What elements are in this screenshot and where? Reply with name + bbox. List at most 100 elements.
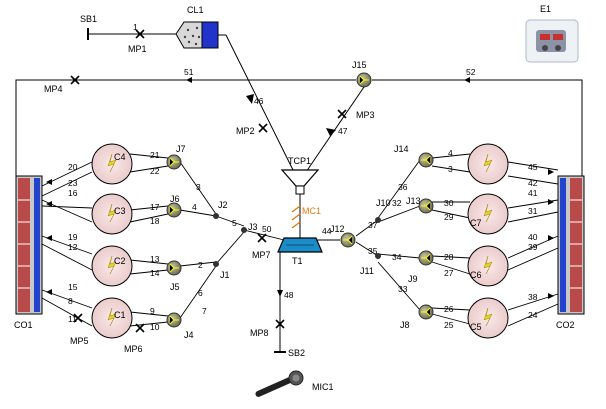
- j4-junction-icon[interactable]: [166, 312, 182, 328]
- mp6-label: MP6: [124, 344, 143, 354]
- c3-compressor-icon[interactable]: [91, 193, 133, 235]
- mp8-valve-icon[interactable]: [275, 319, 285, 329]
- c4-compressor-icon[interactable]: [91, 143, 133, 185]
- drain-line: [274, 252, 286, 353]
- j9-junction-icon[interactable]: [418, 250, 434, 266]
- pipe-r38-label: 38: [528, 292, 538, 302]
- mp1-valve-icon[interactable]: [135, 29, 145, 39]
- c4-label: C4: [114, 152, 126, 162]
- flow-arrow-51: [186, 77, 192, 83]
- pipe-r40-label: 40: [528, 232, 538, 242]
- pipe-14-label: 14: [150, 268, 160, 278]
- pipe-21-label: 21: [150, 150, 160, 160]
- j14-junction-icon[interactable]: [418, 152, 434, 168]
- mp4-label: MP4: [44, 84, 63, 94]
- j15-label: J15: [352, 60, 367, 70]
- pipe-r3-label: 3: [448, 164, 453, 174]
- j7-label: J7: [176, 144, 186, 154]
- supply-line: [87, 28, 176, 40]
- mp3-valve-icon[interactable]: [337, 109, 347, 119]
- tcp1-feed-lines: [225, 34, 365, 173]
- pipe-50-label: 50: [262, 224, 272, 234]
- pipe-r39-label: 39: [528, 242, 538, 252]
- co2-label: CO2: [556, 320, 575, 330]
- pipe-6-label: 6: [198, 288, 203, 298]
- c5-compressor-icon[interactable]: [467, 297, 509, 339]
- mp6-valve-icon[interactable]: [135, 323, 145, 333]
- mic1-label: MIC1: [312, 382, 334, 392]
- pipe-r42-label: 42: [528, 178, 538, 188]
- flow-arrow-47: [326, 128, 336, 136]
- t1-label: T1: [292, 256, 303, 266]
- top-loop-line: [15, 79, 583, 176]
- j5-label: J5: [170, 282, 180, 292]
- c8-compressor-icon[interactable]: [467, 143, 509, 185]
- co2-cooler-icon[interactable]: [557, 175, 585, 315]
- j8-junction-icon[interactable]: [418, 304, 434, 320]
- j10-label: J10: [376, 198, 391, 208]
- j7-junction-icon[interactable]: [166, 154, 182, 170]
- sb2-label: SB2: [288, 348, 305, 358]
- c2-label: C2: [114, 256, 126, 266]
- pipe-10-label: 10: [150, 322, 160, 332]
- j2-junction-icon[interactable]: [213, 213, 219, 219]
- flow-arrow-52: [464, 77, 470, 83]
- j6-junction-icon[interactable]: [166, 202, 182, 218]
- mp7-valve-icon[interactable]: [257, 233, 267, 243]
- pipe-r35-label: 35: [368, 246, 378, 256]
- j3-junction-icon[interactable]: [241, 227, 247, 233]
- j13-junction-icon[interactable]: [418, 198, 434, 214]
- cl1-tank-icon[interactable]: [175, 21, 226, 49]
- pipe-47-label: 47: [338, 126, 348, 136]
- mp2-label: MP2: [236, 126, 255, 136]
- tcp1-label: TCP1: [288, 156, 311, 166]
- pipe-r45-label: 45: [528, 162, 538, 172]
- j14-label: J14: [394, 144, 409, 154]
- t1-tank-icon[interactable]: [277, 237, 323, 253]
- cl1-label: CL1: [187, 5, 204, 15]
- j8-label: J8: [400, 320, 410, 330]
- pipe-5-label: 5: [232, 218, 237, 228]
- mp2-valve-icon[interactable]: [258, 123, 268, 133]
- pipe-4-label: 4: [192, 202, 197, 212]
- pipe-r26-label: 26: [444, 304, 454, 314]
- j11-junction-icon[interactable]: [375, 253, 381, 259]
- j1-junction-icon[interactable]: [213, 261, 219, 267]
- c3-label: C3: [114, 206, 126, 216]
- c1-compressor-icon[interactable]: [91, 297, 133, 339]
- c2-compressor-icon[interactable]: [91, 245, 133, 287]
- co1-cooler-icon[interactable]: [15, 175, 43, 315]
- e1-engine-icon[interactable]: [525, 19, 579, 63]
- pipe-r29-label: 29: [444, 212, 454, 222]
- pipe-15-label: 15: [68, 282, 78, 292]
- j4-label: J4: [184, 330, 194, 340]
- mic1-microphone-icon[interactable]: [255, 370, 304, 398]
- mp5-valve-icon[interactable]: [73, 313, 83, 323]
- pipe-48-label: 48: [284, 290, 294, 300]
- pipe-r33-label: 33: [398, 284, 408, 294]
- mp3-label: MP3: [356, 110, 375, 120]
- mp4-valve-icon[interactable]: [70, 75, 80, 85]
- j10-junction-icon[interactable]: [375, 217, 381, 223]
- j3-label: J3: [248, 222, 258, 232]
- c7-compressor-icon[interactable]: [467, 193, 509, 235]
- pipe-1-label: 1: [133, 22, 138, 32]
- pipe-2-label: 2: [198, 260, 203, 270]
- j12-junction-icon[interactable]: [340, 232, 356, 248]
- tcp1-funnel-icon[interactable]: [280, 169, 320, 195]
- pipe-23-label: 23: [68, 178, 78, 188]
- pipe-11-label: 11: [68, 314, 77, 324]
- j5-junction-icon[interactable]: [166, 260, 182, 276]
- pipe-22-label: 22: [150, 166, 160, 176]
- j11-label: J11: [360, 266, 374, 276]
- mc1-connector: [291, 194, 301, 238]
- flow-arrow-48: [277, 290, 283, 297]
- j15-junction-icon[interactable]: [356, 72, 372, 88]
- pipe-16-label: 16: [68, 188, 78, 198]
- pipe-17-label: 17: [150, 202, 160, 212]
- c6-compressor-icon[interactable]: [467, 245, 509, 287]
- c1-label: C1: [114, 310, 126, 320]
- c6-label: C6: [470, 270, 482, 280]
- pipe-19-label: 19: [68, 232, 78, 242]
- j1-label: J1: [220, 270, 230, 280]
